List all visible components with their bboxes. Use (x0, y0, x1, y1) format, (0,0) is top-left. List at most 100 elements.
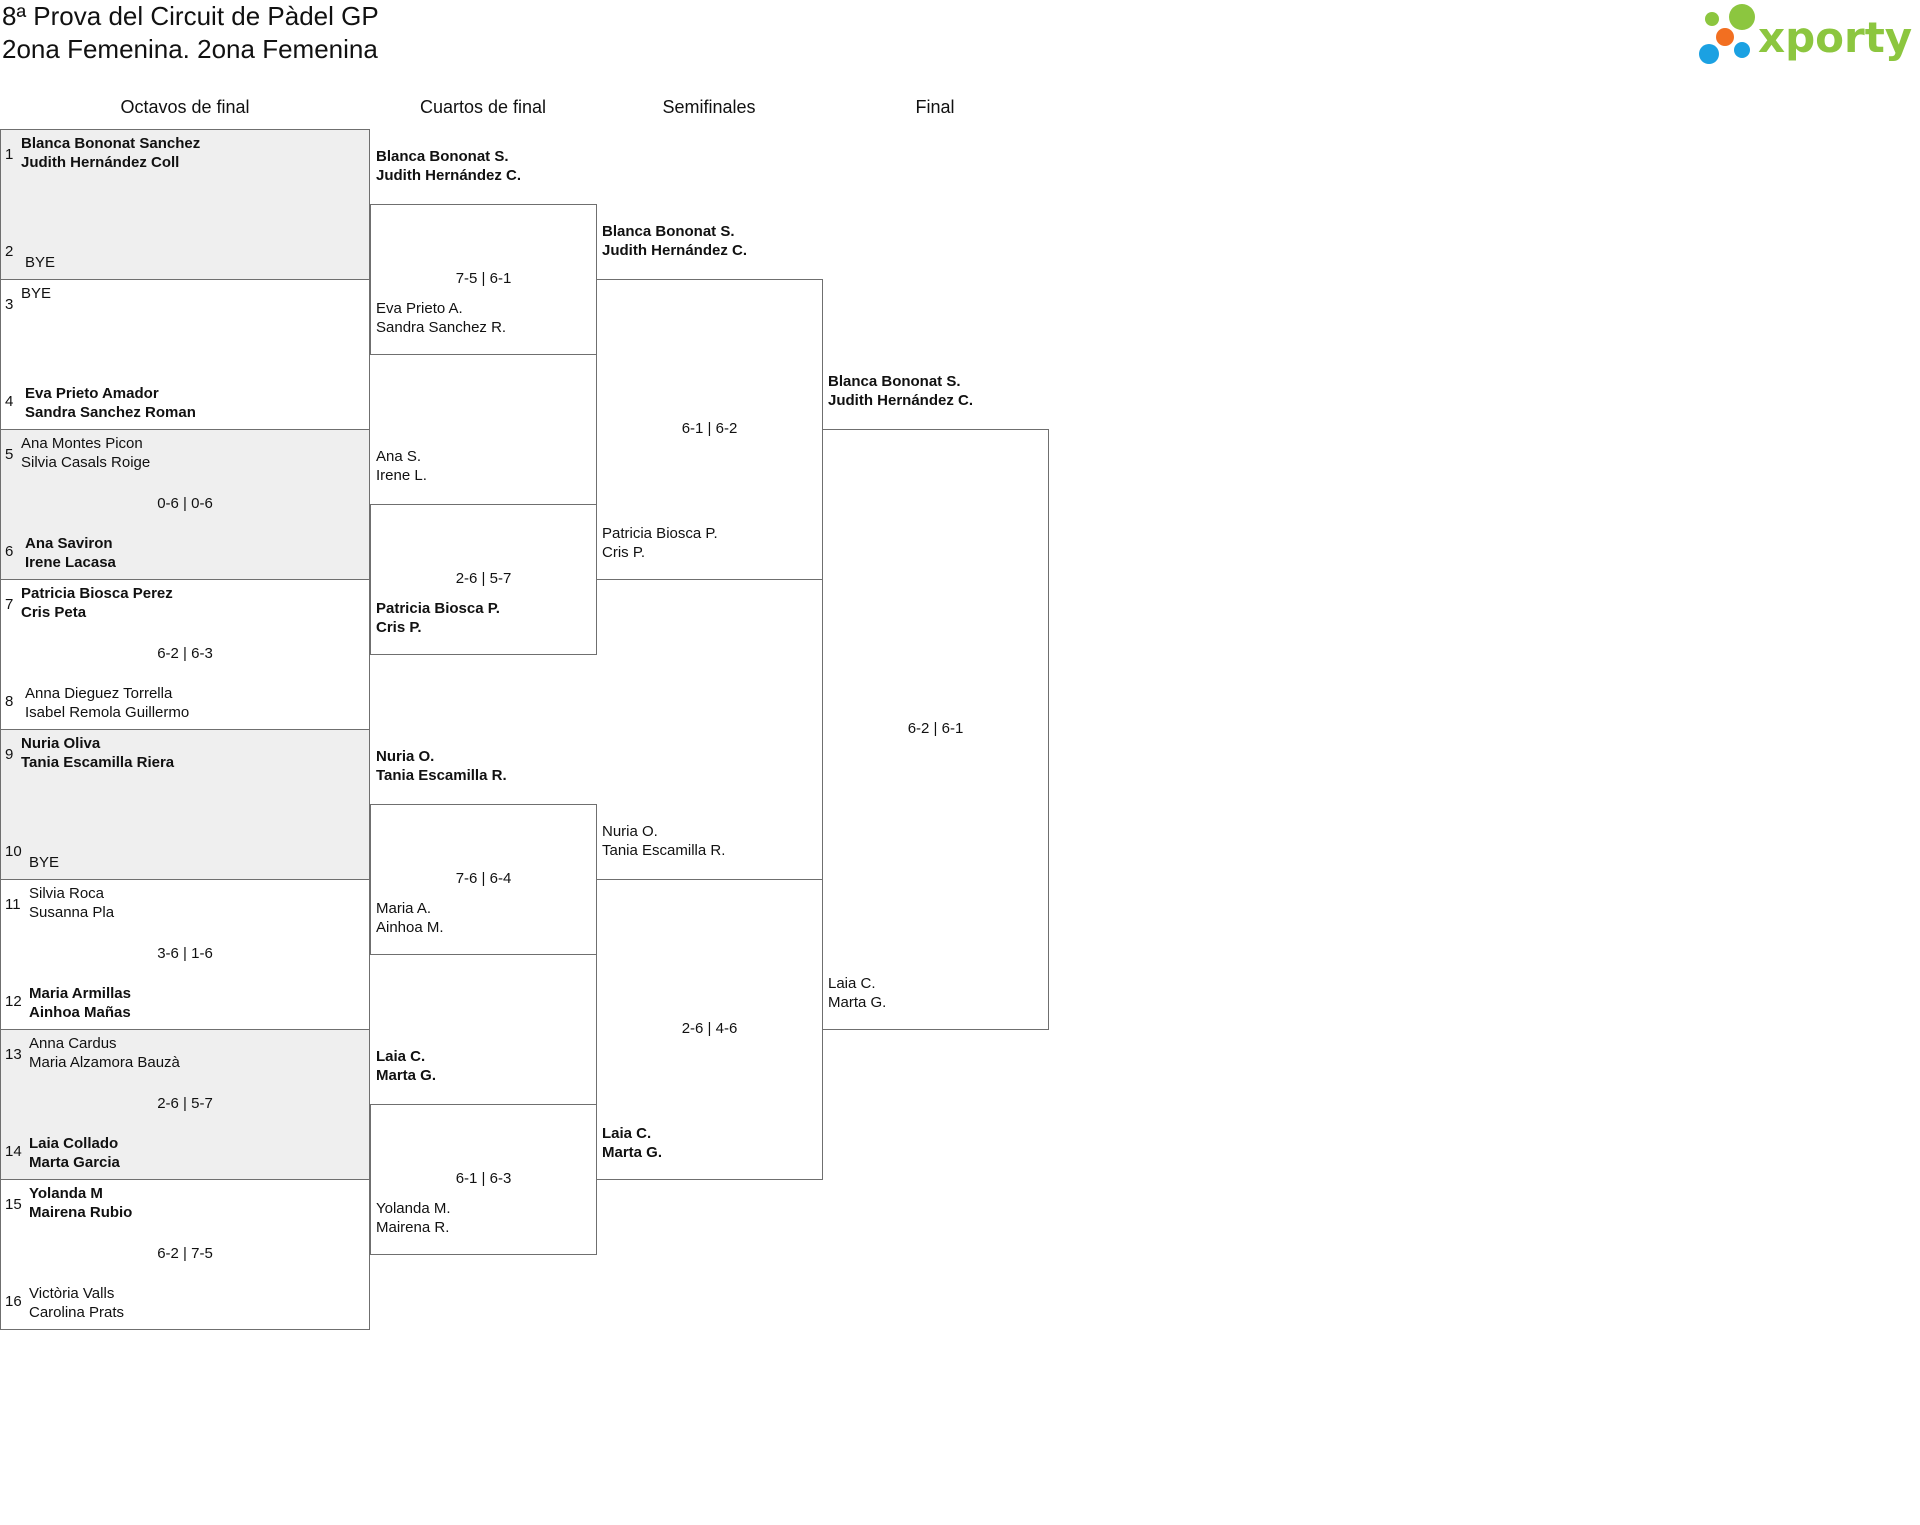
match-score: 7-5 | 6-1 (455, 270, 512, 287)
player-name: Mairena Rubio (29, 1204, 133, 1221)
player-name: Marta G. (828, 994, 887, 1011)
player-name: Anna Dieguez Torrella (25, 685, 173, 702)
player-name: Blanca Bononat S. (602, 223, 735, 240)
match-score: 6-1 | 6-3 (455, 1170, 512, 1187)
tournament-title: 8ª Prova del Circuit de Pàdel GP (2, 1, 379, 31)
player-name: Tania Escamilla R. (376, 767, 507, 784)
player-name: Nuria O. (376, 748, 435, 765)
player-name: Ana S. (376, 448, 422, 465)
team-slot: BYE (29, 853, 59, 872)
seed-number: 1 (5, 146, 14, 163)
seed-number: 11 (5, 896, 21, 913)
match-score: 7-6 | 6-4 (455, 870, 512, 887)
player-name: Patricia Biosca P. (602, 525, 718, 542)
seed-number: 12 (5, 993, 22, 1010)
player-name: Judith Hernández C. (376, 167, 522, 184)
player-name: Yolanda M (29, 1185, 103, 1202)
player-name: BYE (25, 254, 56, 271)
octavos-match-7[interactable] (0, 1029, 370, 1180)
player-name: Laia Collado (29, 1135, 119, 1152)
seed-number: 15 (5, 1196, 22, 1213)
player-name: Marta G. (376, 1067, 437, 1084)
logo-wordmark: xporty (1758, 13, 1912, 62)
team-slot: Blanca Bononat S. Judith Hernández C. (602, 222, 747, 260)
seed-number: 2 (5, 243, 14, 260)
team-slot: Laia C. Marta G. (376, 1047, 436, 1085)
player-name: Ainhoa Mañas (29, 1004, 131, 1021)
player-name: Silvia Casals Roige (21, 454, 151, 471)
team-slot: Blanca Bononat S. Judith Hernández C. (376, 147, 521, 185)
octavos-match-3[interactable] (0, 429, 370, 580)
team-slot: Ana S.Irene L. (376, 447, 427, 485)
team-slot: Patricia Biosca P. Cris P. (602, 524, 718, 562)
match-score: 6-2 | 7-5 (157, 1245, 213, 1262)
team-slot: Blanca Bononat S.Judith Hernández C. (828, 372, 973, 410)
seed-number: 6 (5, 543, 14, 560)
match-score: 6-2 | 6-1 (907, 720, 964, 737)
player-name: Susanna Pla (29, 904, 115, 921)
logo-blue-dot-small (1734, 42, 1750, 58)
player-name: Patricia Biosca Perez (21, 585, 173, 602)
player-name: Victòria Valls (29, 1285, 115, 1302)
match-score: 3-6 | 1-6 (157, 945, 213, 962)
team-slot: Laia C.Marta G. (828, 974, 886, 1012)
player-name: Eva Prieto Amador (25, 385, 159, 402)
player-name: Yolanda M. (376, 1200, 451, 1217)
player-name: BYE (29, 854, 60, 871)
player-name: Cris Peta (21, 604, 87, 621)
team-slot: Maria A.Ainhoa M. (376, 899, 444, 937)
logo-blue-dot-large (1699, 44, 1719, 64)
seed-number: 8 (5, 693, 14, 710)
player-name: Ana Montes Picon (21, 435, 143, 452)
logo-orange-dot (1716, 28, 1734, 46)
player-name: Judith Hernández C. (602, 242, 748, 259)
seed-number: 14 (5, 1143, 22, 1160)
player-name: Judith Hernández Coll (21, 154, 180, 171)
octavos-match-5[interactable] (0, 729, 370, 880)
team-slot: Laia C. Marta G. (602, 1124, 662, 1162)
player-name: Nuria Oliva (21, 735, 101, 752)
round-header-final: Final (915, 97, 955, 117)
team-slot: Patricia Biosca P.Cris P. (376, 599, 500, 637)
seed-number: 4 (5, 393, 14, 410)
team-slot: BYE (25, 253, 55, 272)
player-name: Nuria O. (602, 823, 658, 840)
seed-number: 5 (5, 446, 14, 463)
xporty-logo: xporty (1699, 4, 1912, 64)
player-name: Eva Prieto A. (376, 300, 463, 317)
logo-green-dot-small (1705, 12, 1719, 26)
player-name: Blanca Bononat S. (376, 148, 509, 165)
player-name: Laia C. (376, 1048, 426, 1065)
player-name: Mairena R. (376, 1219, 450, 1236)
seed-number: 13 (5, 1046, 22, 1063)
player-name: Marta Garcia (29, 1154, 120, 1171)
player-name: Marta G. (602, 1144, 663, 1161)
player-name: Cris P. (602, 544, 646, 561)
team-slot: Yolanda M. Mairena R. (376, 1199, 451, 1237)
player-name: Maria Armillas (29, 985, 131, 1002)
seed-number: 9 (5, 746, 14, 763)
team-slot: Eva Prieto A.Sandra Sanchez R. (376, 299, 506, 337)
team-slot: Nuria O.Tania Escamilla R. (602, 822, 725, 860)
octavos-match-8[interactable] (0, 1179, 370, 1330)
final-match-1[interactable] (822, 429, 1049, 1030)
seed-number: 10 (5, 843, 22, 860)
player-name: Blanca Bononat Sanchez (21, 135, 201, 152)
player-name: Maria Alzamora Bauzà (29, 1054, 180, 1071)
player-name: Laia C. (602, 1125, 652, 1142)
player-name: Judith Hernández C. (828, 392, 974, 409)
match-score: 6-2 | 6-3 (157, 645, 213, 662)
match-score: 2-6 | 5-7 (455, 570, 512, 587)
octavos-match-1[interactable] (0, 129, 370, 280)
